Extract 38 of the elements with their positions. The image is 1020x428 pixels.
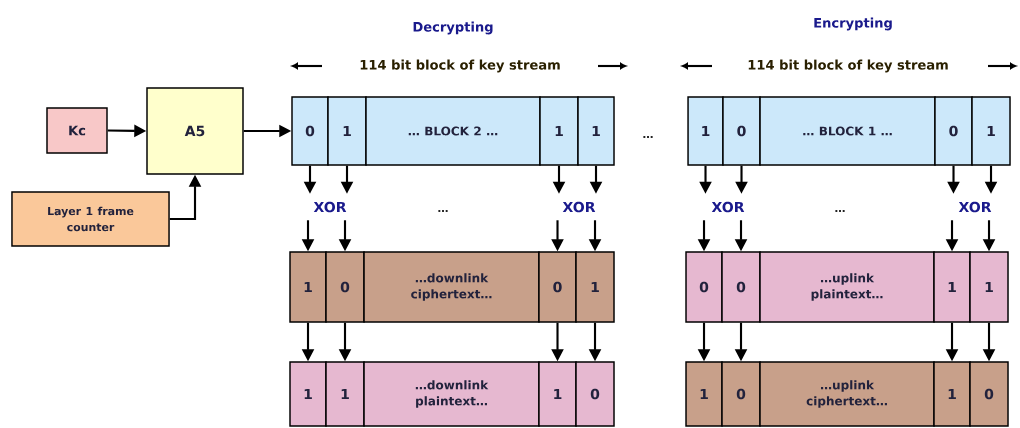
cell: 0 bbox=[325, 251, 365, 323]
cell: 0 bbox=[934, 96, 973, 166]
xor-label: XOR bbox=[958, 201, 992, 213]
cell: 1 bbox=[687, 96, 724, 166]
cell: 1 bbox=[289, 251, 327, 323]
cell: 0 bbox=[575, 361, 615, 427]
cell: 0 bbox=[291, 96, 329, 166]
ellipsis: … bbox=[643, 135, 653, 139]
input-box: Layer 1 frame counter bbox=[11, 191, 170, 247]
cell: 1 bbox=[538, 361, 577, 427]
cell: 1 bbox=[933, 251, 971, 323]
ellipsis: … bbox=[835, 209, 845, 213]
cell: 1 bbox=[539, 96, 579, 166]
cell: 0 bbox=[969, 361, 1009, 427]
cell: 0 bbox=[722, 96, 761, 166]
xor-label: XOR bbox=[711, 201, 745, 213]
process-box: Kc bbox=[46, 107, 108, 154]
cell: 1 bbox=[289, 361, 327, 427]
cell: 0 bbox=[538, 251, 577, 323]
section-title: Encrypting bbox=[814, 17, 892, 31]
dimension-label: 114 bit block of key stream bbox=[748, 59, 948, 73]
cell: 1 bbox=[971, 96, 1011, 166]
dimension-label: 114 bit block of key stream bbox=[360, 59, 560, 73]
cell: 1 bbox=[327, 96, 367, 166]
cell: 1 bbox=[685, 361, 723, 427]
cell: 0 bbox=[721, 361, 761, 427]
cell: 0 bbox=[721, 251, 761, 323]
cell: 1 bbox=[933, 361, 971, 427]
xor-label: XOR bbox=[313, 201, 347, 213]
process-box: A5 bbox=[146, 87, 244, 175]
cell: 0 bbox=[685, 251, 723, 323]
cell: 1 bbox=[969, 251, 1009, 323]
section-title: Decrypting bbox=[413, 21, 493, 35]
xor-label: XOR bbox=[562, 201, 596, 213]
ellipsis: … bbox=[438, 209, 448, 213]
cell: 1 bbox=[325, 361, 365, 427]
cell: 1 bbox=[575, 251, 615, 323]
cell: 1 bbox=[577, 96, 615, 166]
